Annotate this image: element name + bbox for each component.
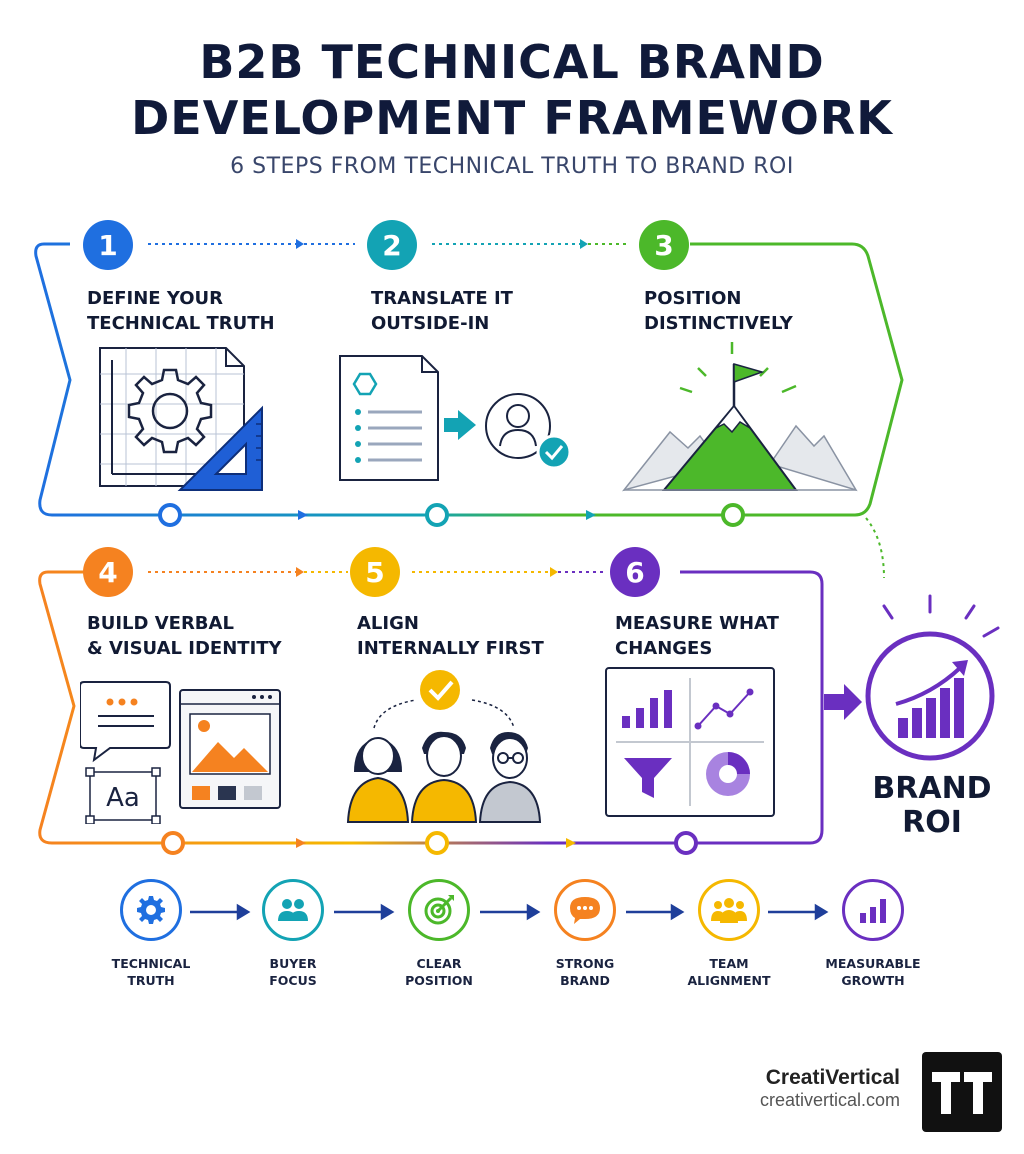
step-4-number: 4 xyxy=(83,547,133,597)
identity-design-icon: Aa xyxy=(80,681,281,824)
flow-item-strong-brand: STRONG BRAND xyxy=(520,879,650,989)
flow-label: CLEAR POSITION xyxy=(405,956,473,988)
flow-label: STRONG BRAND xyxy=(555,956,615,988)
flow-item-technical-truth: TECHNICAL TRUTH xyxy=(86,879,216,989)
step-2-number: 2 xyxy=(367,220,417,270)
chat-bubble-icon xyxy=(554,879,616,941)
flow-item-team-alignment: TEAM ALIGNMENT xyxy=(664,879,794,989)
page-title-line-2: DEVELOPMENT FRAMEWORK xyxy=(131,91,893,145)
gear-icon xyxy=(120,879,182,941)
step-5-number: 5 xyxy=(350,547,400,597)
analytics-dashboard-icon xyxy=(605,667,775,817)
step-6-number: 6 xyxy=(610,547,660,597)
step-3-number: 3 xyxy=(639,220,689,270)
people-icon xyxy=(262,879,324,941)
svg-text:Aa: Aa xyxy=(106,783,140,813)
tt-logo-icon xyxy=(922,1052,1002,1132)
brand-name: CreatiVertical xyxy=(765,1066,900,1089)
mountain-flag-icon xyxy=(621,342,858,492)
team-alignment-icon xyxy=(346,670,542,823)
step-1-title: DEFINE YOUR TECHNICAL TRUTH xyxy=(87,288,275,334)
blueprint-gear-icon xyxy=(99,347,263,491)
flow-label: MEASURABLE GROWTH xyxy=(825,956,921,988)
flow-item-measurable-growth: MEASURABLE GROWTH xyxy=(808,879,938,989)
step-4-title: BUILD VERBAL & VISUAL IDENTITY xyxy=(87,613,282,659)
brand-url: creativertical.com xyxy=(759,1090,900,1110)
growth-chart-icon xyxy=(865,594,1000,761)
flow-label: BUYER FOCUS xyxy=(269,956,317,988)
page-subtitle: 6 STEPS FROM TECHNICAL TRUTH TO BRAND RO… xyxy=(230,154,794,179)
step-6-title: MEASURE WHAT CHANGES xyxy=(615,613,779,659)
document-to-buyer-icon xyxy=(339,355,572,481)
step-3-title: POSITION DISTINCTIVELY xyxy=(644,288,793,334)
flow-item-clear-position: CLEAR POSITION xyxy=(374,879,504,989)
step-2-title: TRANSLATE IT OUTSIDE-IN xyxy=(371,288,513,334)
target-icon xyxy=(408,879,470,941)
brand-roi-label: BRAND ROI xyxy=(872,771,992,840)
team-icon xyxy=(698,879,760,941)
step-5-title: ALIGN INTERNALLY FIRST xyxy=(357,613,544,659)
step-1-number: 1 xyxy=(83,220,133,270)
bar-chart-icon xyxy=(842,879,904,941)
page-title-line-1: B2B TECHNICAL BRAND xyxy=(199,35,825,89)
flow-label: TEAM ALIGNMENT xyxy=(687,956,771,988)
flow-label: TECHNICAL TRUTH xyxy=(111,956,191,988)
flow-item-buyer-focus: BUYER FOCUS xyxy=(228,879,358,989)
flow-arrows xyxy=(190,903,829,921)
